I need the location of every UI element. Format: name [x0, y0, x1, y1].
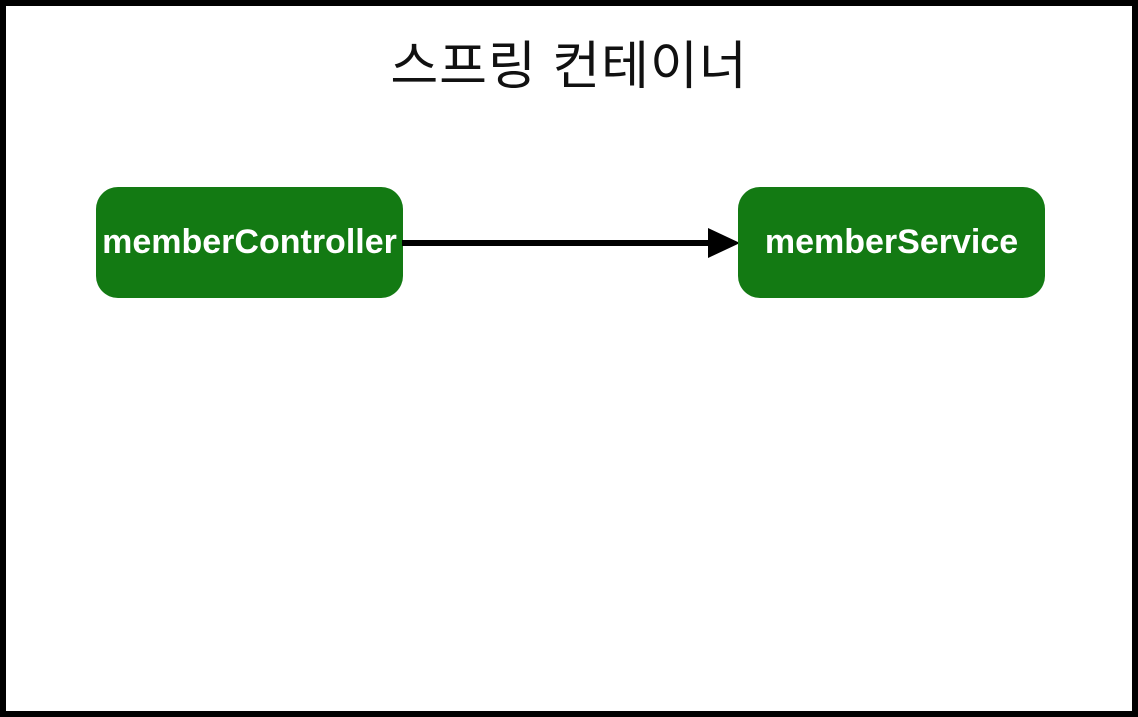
edge-controller-to-service: [402, 228, 740, 258]
node-member-service-label: memberService: [764, 223, 1019, 261]
arrow-head-icon: [708, 228, 740, 258]
node-member-controller: memberController: [96, 187, 403, 298]
node-member-service: memberService: [738, 187, 1045, 298]
diagram-title: 스프링 컨테이너: [390, 38, 748, 96]
node-member-controller-label: memberController: [102, 223, 397, 261]
